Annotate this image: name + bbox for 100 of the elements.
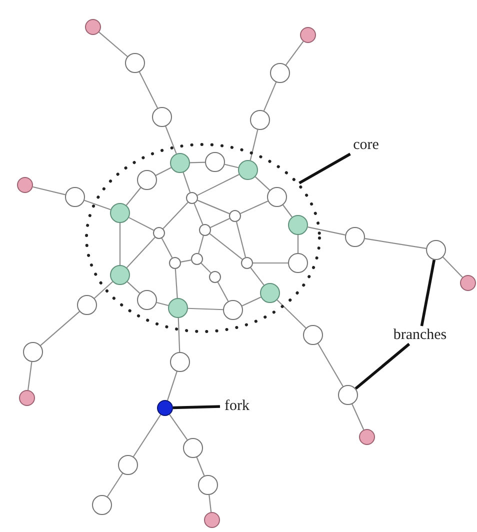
network-node xyxy=(238,160,258,180)
connector-line xyxy=(242,296,262,306)
network-node xyxy=(260,283,280,303)
connector-line xyxy=(198,236,204,254)
connector-line xyxy=(263,82,277,112)
network-node xyxy=(267,187,287,207)
network-node xyxy=(288,253,308,273)
network-node xyxy=(198,475,218,495)
connector-line xyxy=(253,262,288,264)
network-node xyxy=(110,203,130,223)
connector-line xyxy=(27,362,32,390)
network-node xyxy=(137,170,157,190)
connector-line xyxy=(194,203,204,225)
network-node xyxy=(204,512,220,528)
network-node xyxy=(229,210,241,222)
connector-line xyxy=(180,260,192,262)
network-node xyxy=(223,300,243,320)
connector-line xyxy=(250,267,264,286)
network-node xyxy=(168,298,188,318)
connector-line xyxy=(32,186,66,196)
connector-line xyxy=(297,235,299,253)
network-node xyxy=(209,271,221,283)
connector-line xyxy=(190,162,206,164)
network-node xyxy=(426,240,446,260)
node-label: core xyxy=(353,138,379,152)
connector-line xyxy=(94,281,113,299)
connector-line xyxy=(236,222,246,258)
connector-line xyxy=(165,126,177,154)
network-node xyxy=(241,257,253,269)
connector-line xyxy=(285,41,304,66)
connector-line xyxy=(250,130,258,160)
connector-line xyxy=(224,164,238,168)
network-node xyxy=(338,385,358,405)
connector-line xyxy=(162,202,188,230)
leader-line xyxy=(172,405,220,410)
connector-line xyxy=(217,282,229,302)
network-node xyxy=(137,290,157,310)
network-node xyxy=(110,265,130,285)
network-node xyxy=(345,227,365,247)
network-node xyxy=(19,390,35,406)
network-node xyxy=(205,152,225,172)
connector-line xyxy=(200,262,212,274)
network-node xyxy=(23,342,43,362)
network-node xyxy=(250,110,270,130)
network-node xyxy=(170,153,190,173)
connector-line xyxy=(161,238,173,258)
connector-line xyxy=(442,256,463,278)
network-node xyxy=(186,192,198,204)
connector-line xyxy=(178,318,180,352)
network-node xyxy=(199,224,211,236)
network-node xyxy=(191,253,203,265)
leader-line xyxy=(420,260,436,326)
dotted-boundary xyxy=(85,143,321,333)
network-node xyxy=(17,177,33,193)
network-node xyxy=(65,187,85,207)
connector-line xyxy=(197,174,240,196)
connector-line xyxy=(352,404,364,430)
network-node xyxy=(153,227,165,239)
network-node xyxy=(460,275,476,291)
connector-line xyxy=(156,302,168,306)
network-node xyxy=(183,438,203,458)
network-node xyxy=(152,107,172,127)
connector-line xyxy=(169,414,188,440)
node-label: fork xyxy=(224,398,250,414)
connector-line xyxy=(132,414,162,457)
connector-line xyxy=(254,176,270,191)
network-node xyxy=(300,27,316,43)
network-node xyxy=(92,495,112,515)
connector-line xyxy=(210,218,230,228)
connector-line xyxy=(174,268,178,298)
connector-line xyxy=(98,32,128,57)
connector-line xyxy=(196,457,205,476)
network-node xyxy=(169,257,181,269)
connector-line xyxy=(318,343,344,387)
network-node xyxy=(288,215,308,235)
connector-line xyxy=(126,237,156,268)
connector-line xyxy=(276,300,306,328)
connector-line xyxy=(128,217,154,231)
connector-line xyxy=(126,281,140,294)
connector-line xyxy=(208,494,212,512)
leader-line xyxy=(354,342,410,390)
connector-line xyxy=(138,72,158,108)
network-node xyxy=(170,352,190,372)
connector-line xyxy=(119,223,121,265)
connector-line xyxy=(106,473,124,497)
connector-line xyxy=(166,371,178,401)
connector-line xyxy=(40,311,80,346)
connector-line xyxy=(84,200,111,210)
connector-line xyxy=(308,226,346,236)
network-node xyxy=(157,400,173,416)
connector-line xyxy=(188,308,224,310)
leader-line xyxy=(298,152,351,184)
network-node xyxy=(303,325,323,345)
network-node xyxy=(359,429,375,445)
connector-line xyxy=(209,233,243,260)
network-node xyxy=(270,63,290,83)
network-node xyxy=(77,295,97,315)
network-node xyxy=(85,19,101,35)
connector-line xyxy=(182,172,191,192)
network-node xyxy=(125,53,145,73)
